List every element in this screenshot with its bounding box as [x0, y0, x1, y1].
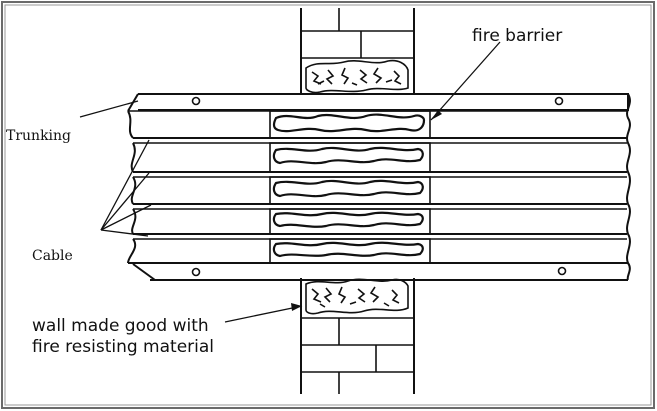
trunking-lid-top [138, 93, 629, 111]
fire-barrier-label: fire barrier [472, 26, 562, 46]
cable-label: Cable [32, 248, 73, 264]
cable-leader-2 [100, 172, 150, 231]
fixing-screw [191, 96, 201, 106]
brick-wall [300, 8, 415, 394]
cable-leader-4 [100, 229, 149, 237]
fixing-screw [554, 96, 564, 106]
cable-leader-3 [100, 204, 152, 231]
wall-arrowhead [291, 303, 302, 311]
fixing-screw [191, 267, 201, 277]
wall-label-line2: fire resisting material [32, 337, 214, 357]
fire-barrier-blocks [269, 110, 431, 264]
wall-leader [224, 305, 303, 323]
fire-barrier-leader [430, 41, 501, 121]
fire-barrier-arrowhead [431, 110, 442, 120]
wall-fire-resisting-material [305, 59, 409, 315]
trunking-label: Trunking [6, 128, 71, 144]
leader-lines [79, 41, 501, 323]
fixing-screw [557, 266, 567, 276]
trunking-leader [79, 100, 139, 118]
cable-leader-1 [100, 139, 150, 231]
image-frame-inner [4, 4, 652, 406]
wall-label-line1: wall made good with [32, 316, 209, 336]
